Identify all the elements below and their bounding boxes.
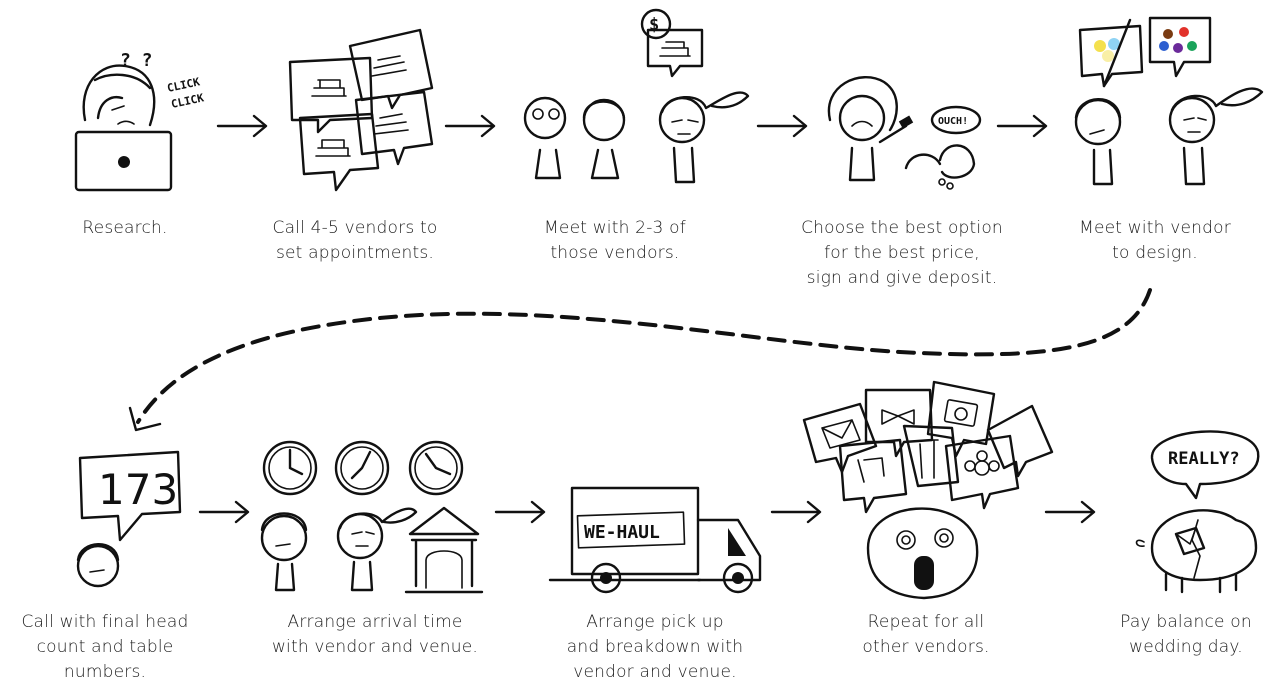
arrow-9 [1044, 500, 1096, 524]
dollar-sign: $ [649, 15, 659, 35]
step-9-caption: Repeat for all other vendors. [862, 612, 990, 657]
step-1-research-illustration: ? ? CLICK CLICK [74, 50, 205, 192]
step-2-cake-bubbles-illustration [288, 28, 434, 192]
step-4-caption: Choose the best option for the best pric… [801, 218, 1003, 288]
clock-icon-1 [262, 440, 318, 496]
arrow-6 [198, 500, 250, 524]
arrow-3 [756, 114, 808, 138]
step-2-caption: Call 4-5 vendors to set appointments. [272, 218, 438, 263]
step-3-caption: Meet with 2-3 of those vendors. [544, 218, 686, 263]
truck-wheel-1 [590, 562, 622, 594]
really-text: REALLY? [1168, 449, 1240, 469]
truck-label: WE-HAUL [584, 522, 660, 543]
row-connector-dashed-curve [136, 288, 1152, 424]
step-6-caption: Call with final head count and table num… [21, 612, 189, 682]
laptop-icon [74, 130, 173, 192]
step-8-caption: Arrange pick up and breakdown with vendo… [566, 612, 744, 682]
arrow-2 [444, 114, 496, 138]
arrow-4 [996, 114, 1048, 138]
row-connector-arrowhead [128, 406, 162, 432]
truck-box [570, 486, 700, 576]
step-10-caption: Pay balance on wedding day. [1120, 612, 1252, 657]
ouch-text: OUCH! [938, 116, 968, 127]
step-1-caption: Research. [82, 218, 168, 238]
click-text-2: CLICK [170, 91, 205, 111]
piggy-bank-icon [1150, 509, 1258, 582]
step-5-design-illustration [1074, 16, 1264, 186]
truck-wheel-2 [722, 562, 754, 594]
step-9-repeat-illustration [802, 380, 1054, 600]
clock-icon-3 [408, 440, 464, 496]
arrow-8 [770, 500, 822, 524]
step-7-caption: Arrange arrival time with vendor and ven… [271, 612, 479, 657]
step-10-piggy-bank-illustration: REALLY? [1135, 430, 1260, 594]
arrow-7 [494, 500, 546, 524]
arrow-1 [216, 114, 268, 138]
step-4-piggy-bank-hammer-illustration: OUCH! [827, 76, 982, 190]
step-6-head-count-illustration: 173 [76, 450, 182, 588]
step-5-caption: Meet with vendor to design. [1079, 218, 1231, 263]
step-8-truck-illustration: WE-HAUL [548, 486, 762, 594]
apple-logo-icon [118, 156, 130, 168]
step-7-clocks-venue-illustration [260, 440, 484, 594]
question-marks: ? ? [120, 50, 153, 71]
venue-building-icon [408, 506, 480, 536]
clock-icon-2 [334, 440, 390, 496]
step-3-meeting-illustration: $ [523, 8, 750, 184]
head-count-number: 173 [98, 465, 178, 514]
